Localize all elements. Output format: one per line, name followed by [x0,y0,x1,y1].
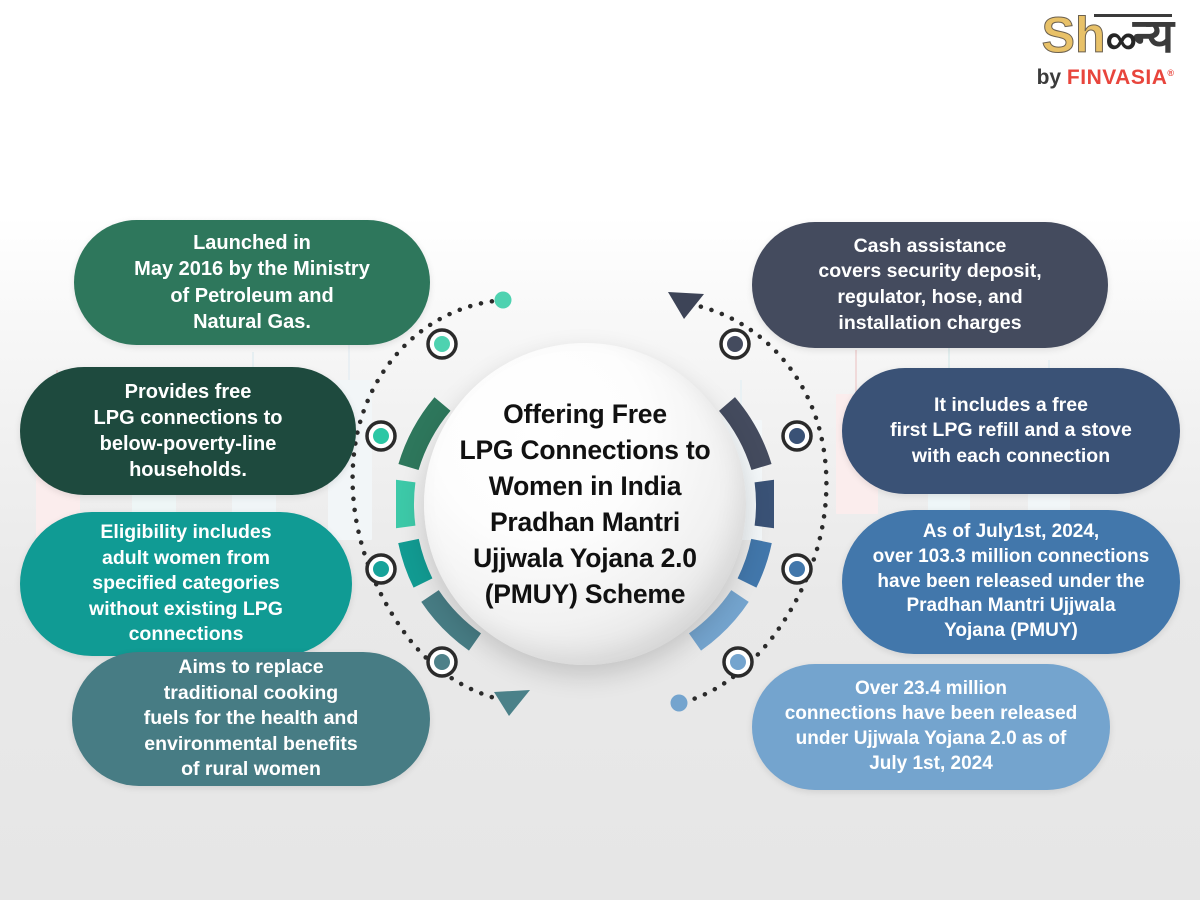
ring-segment-teal [398,538,433,588]
node-marker-left-2-core [373,428,389,444]
info-pill-ujjwala-2-connections[interactable]: Over 23.4 million connections have been … [752,664,1110,790]
logo-byline: by FINVASIA® [1037,67,1174,88]
node-marker-left-3-core [373,561,389,577]
center-hub: Offering Free LPG Connections to Women i… [424,343,746,665]
node-marker-right-2[interactable] [781,420,813,452]
node-marker-right-2-core [789,428,805,444]
registered-trademark-icon: ® [1167,68,1174,78]
page-title: Offering Free LPG Connections to Women i… [459,398,711,610]
brand-logo: Sh∞न्य by FINVASIA® [1037,7,1174,89]
logo-byline-brand: FINVASIA [1066,66,1168,89]
infinity-icon: ∞ [1105,15,1137,64]
info-pill-free-connections[interactable]: Provides free LPG connections to below-p… [20,367,356,495]
info-pill-cash-assistance[interactable]: Cash assistance covers security deposit,… [752,222,1108,348]
logo-wordmark: Sh∞न्य [1041,7,1174,64]
info-pill-text: It includes a free first LPG refill and … [890,393,1132,467]
node-marker-left-3[interactable] [365,553,397,585]
info-pill-replace-fuels[interactable]: Aims to replace traditional cooking fuel… [72,652,430,786]
connector-end-dot-right [670,694,688,712]
info-pill-text: Aims to replace traditional cooking fuel… [143,656,359,781]
connector-start-dot-left [494,291,512,309]
logo-byline-prefix: by [1036,66,1067,89]
ring-segment-mint [396,479,416,529]
ring-segment-blue [737,538,772,588]
info-pill-connections-released[interactable]: As of July1st, 2024, over 103.3 million … [842,510,1180,654]
info-pill-eligibility[interactable]: Eligibility includes adult women from sp… [20,512,352,656]
logo-text-sh: Sh [1041,7,1106,63]
node-marker-right-3-core [789,561,805,577]
info-pill-launched-date[interactable]: Launched in May 2016 by the Ministry of … [74,220,430,345]
ring-segment-blue-dark [754,479,774,529]
connector-arrow-left [494,690,530,716]
info-pill-free-refill-stove[interactable]: It includes a free first LPG refill and … [842,368,1180,494]
info-pill-text: Provides free LPG connections to below-p… [93,380,283,482]
node-marker-left-2[interactable] [365,420,397,452]
info-pill-text: Over 23.4 million connections have been … [784,678,1078,774]
node-marker-right-3[interactable] [781,553,813,585]
logo-devanagari-bar [1093,14,1172,17]
info-pill-text: As of July1st, 2024, over 103.3 million … [872,520,1150,642]
logo-text-devanagari: न्य [1132,9,1174,62]
info-pill-text: Eligibility includes adult women from sp… [89,521,283,646]
info-pill-text: Launched in May 2016 by the Ministry of … [134,232,370,333]
info-pill-text: Cash assistance covers security deposit,… [818,234,1042,334]
